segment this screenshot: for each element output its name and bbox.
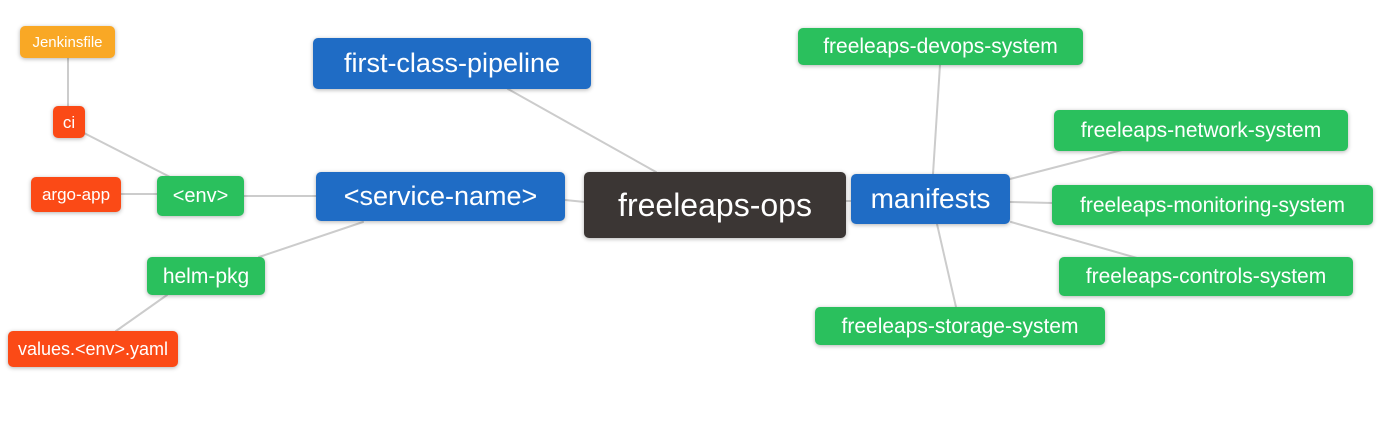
node-freeleaps-ops[interactable]: freeleaps-ops [584, 172, 846, 238]
node-argo-app[interactable]: argo-app [31, 177, 121, 212]
edge-helm-pkg-values-env-yaml [115, 294, 168, 332]
edge-manifests-network-system [1009, 149, 1123, 180]
node-first-class-pipeline[interactable]: first-class-pipeline [313, 38, 591, 89]
edge-freeleaps-ops-service-name [564, 199, 586, 203]
node-helm-pkg[interactable]: helm-pkg [147, 257, 265, 295]
node-ci[interactable]: ci [53, 106, 85, 138]
edge-freeleaps-ops-first-class-pipeline [507, 88, 657, 173]
edge-env-ci [81, 131, 173, 179]
node-freeleaps-devops-system[interactable]: freeleaps-devops-system [798, 28, 1083, 65]
node-freeleaps-storage-system[interactable]: freeleaps-storage-system [815, 307, 1105, 345]
node-env[interactable]: <env> [157, 176, 244, 216]
edge-manifests-controls-system [1010, 221, 1138, 259]
node-freeleaps-monitoring-system[interactable]: freeleaps-monitoring-system [1052, 185, 1373, 225]
node-freeleaps-controls-system[interactable]: freeleaps-controls-system [1059, 257, 1353, 296]
node-jenkinsfile[interactable]: Jenkinsfile [20, 26, 115, 58]
edge-service-name-helm-pkg [258, 221, 364, 258]
node-manifests[interactable]: manifests [851, 174, 1010, 224]
node-values-env-yaml[interactable]: values.<env>.yaml [8, 331, 178, 367]
edge-manifests-storage-system [936, 223, 957, 308]
edge-manifests-devops-system [932, 64, 941, 175]
node-freeleaps-network-system[interactable]: freeleaps-network-system [1054, 110, 1348, 151]
node-service-name[interactable]: <service-name> [316, 172, 565, 221]
edge-manifests-monitoring-system [1009, 201, 1054, 204]
